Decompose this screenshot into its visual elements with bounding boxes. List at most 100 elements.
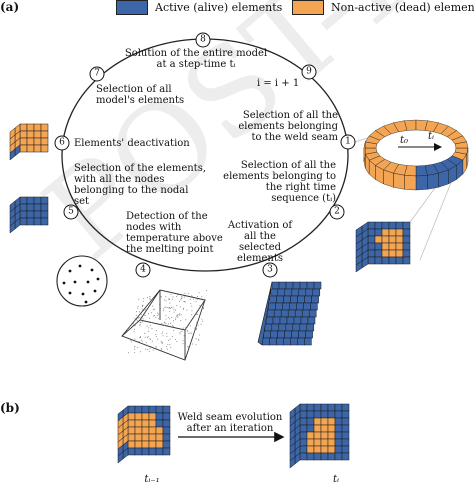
panel-a-label: (a) — [0, 0, 20, 14]
cloud-point — [189, 298, 191, 300]
mesh-cell — [33, 196, 42, 205]
cloud-point — [184, 292, 186, 294]
ring-wall — [415, 175, 428, 191]
mesh-cell — [19, 196, 28, 205]
cloud-point — [157, 312, 159, 314]
mesh-cell — [141, 447, 150, 456]
mesh-cell — [271, 281, 280, 290]
mesh-cell — [313, 410, 322, 419]
cloud-point — [175, 317, 177, 319]
cloud-point — [199, 334, 201, 336]
cloud-point — [187, 346, 189, 347]
cloud-point — [197, 338, 199, 340]
cloud-point — [152, 349, 154, 351]
cloud-point — [167, 343, 169, 345]
cloud-point — [147, 336, 149, 337]
cloud-point — [148, 351, 150, 353]
cloud-point — [142, 300, 144, 302]
mesh-cell — [33, 130, 42, 139]
mesh-cell — [155, 405, 164, 414]
mesh-cell — [40, 130, 49, 139]
mesh-cell — [127, 426, 136, 435]
ring-wall — [427, 172, 439, 190]
mesh-cell — [265, 316, 274, 325]
mesh-cell — [306, 417, 315, 426]
cloud-point — [196, 322, 198, 324]
mesh-cell — [381, 235, 390, 244]
cloud-point — [177, 294, 179, 296]
cloud-point — [180, 328, 182, 330]
cloud-point — [141, 321, 143, 323]
cloud-point — [185, 328, 187, 329]
cloud-point — [199, 305, 201, 307]
mesh-cell — [292, 323, 301, 332]
cloud-point — [128, 352, 129, 354]
cloud-point — [145, 345, 147, 347]
cloud-point — [162, 342, 163, 344]
cloud-point — [141, 340, 143, 342]
mesh-cell — [19, 137, 28, 146]
cloud-point — [162, 335, 164, 337]
mesh-block-after — [289, 403, 350, 469]
mesh-cell — [367, 228, 376, 237]
cloud-point — [139, 351, 141, 353]
cloud-point — [152, 305, 154, 307]
mesh-cell — [292, 281, 301, 290]
cloud-point — [165, 322, 167, 324]
mesh-cell — [355, 260, 363, 273]
mesh-cell — [141, 426, 150, 435]
mesh-cell — [270, 288, 279, 297]
cloud-point — [140, 324, 142, 326]
mesh-cell — [299, 417, 308, 426]
mesh-cell — [381, 242, 390, 251]
legend-inactive-swatch — [292, 0, 324, 15]
node-point — [90, 268, 94, 272]
cloud-point — [152, 309, 154, 311]
mesh-cell — [127, 405, 136, 414]
step-node-6: 6 — [54, 135, 70, 151]
cloud-point — [159, 303, 160, 305]
mesh-cell — [26, 144, 35, 153]
cloud-point — [149, 348, 151, 350]
mesh-cell — [306, 281, 315, 290]
node-point — [86, 280, 90, 284]
cloud-point — [181, 297, 183, 299]
cloud-point — [181, 330, 183, 332]
mesh-cell — [40, 137, 49, 146]
cloud-point — [181, 298, 183, 300]
mesh-cell — [19, 210, 28, 219]
cloud-point — [150, 346, 152, 348]
mesh-cell — [40, 144, 49, 153]
node-point — [73, 280, 77, 284]
cloud-point — [140, 316, 142, 318]
mesh-cell — [312, 288, 321, 297]
mesh-cell — [374, 235, 383, 244]
cloud-point — [161, 349, 163, 351]
mesh-cell — [298, 288, 307, 297]
cloud-point — [193, 330, 195, 332]
cloud-point — [149, 324, 151, 326]
cloud-point — [139, 311, 140, 313]
mesh-cell — [307, 316, 316, 325]
mesh-cell — [127, 440, 136, 449]
nodal-set-circle — [56, 255, 108, 307]
mesh-cell — [395, 235, 404, 244]
cloud-point — [140, 322, 142, 324]
mesh-cell — [306, 424, 315, 433]
ring-label-ti: tᵢ — [428, 131, 435, 142]
cloud-point — [155, 346, 157, 348]
mesh-cell — [334, 417, 343, 426]
step-node-5: 5 — [63, 204, 79, 220]
mesh-cell — [162, 419, 171, 428]
cloud-point — [137, 317, 139, 319]
cloud-point — [164, 306, 166, 308]
mesh-cell — [310, 302, 318, 311]
cloud-point — [170, 322, 172, 324]
mesh-cell — [148, 426, 157, 435]
cloud-point — [142, 315, 144, 316]
cloud-point — [158, 313, 160, 315]
node-point — [78, 264, 82, 268]
mesh-cell — [313, 403, 322, 412]
